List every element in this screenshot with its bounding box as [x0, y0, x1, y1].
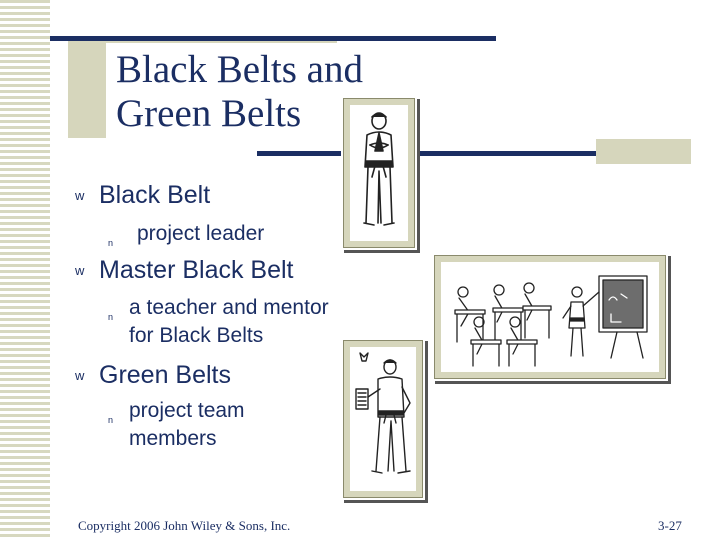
subbullet-team-members: n project team members — [108, 397, 245, 453]
clipart-panel — [350, 105, 408, 241]
subbullet-line: project leader — [137, 222, 265, 245]
bullet-text: Green Belts — [99, 361, 232, 389]
black-belt-clipart — [341, 96, 417, 250]
bullet-marker: w — [75, 368, 85, 383]
clipart-panel — [350, 347, 416, 491]
bullet-marker: w — [75, 263, 85, 278]
subbullet-line: project team — [129, 399, 245, 422]
slide-title: Black Belts and Green Belts — [116, 48, 363, 136]
accent-rectangle — [596, 139, 691, 164]
green-belt-figure-icon — [355, 352, 411, 474]
subbullet-marker: n — [108, 238, 114, 248]
footer-page-number: 3-27 — [658, 518, 682, 533]
subbullet-line: for Black Belts — [129, 324, 264, 347]
black-belt-figure-icon — [363, 112, 395, 226]
subbullet-marker: n — [108, 415, 114, 425]
top-rule — [50, 36, 496, 41]
subbullet-line: a teacher and mentor — [129, 296, 329, 319]
title-line-2: Green Belts — [116, 92, 302, 135]
master-black-belt-clipart — [432, 253, 668, 381]
title-background — [106, 43, 351, 143]
green-belt-clipart — [341, 338, 425, 500]
subbullet-teacher-mentor: n a teacher and mentor for Black Belts — [108, 294, 329, 350]
classroom-teaching-icon — [454, 275, 648, 367]
bullet-text: Master Black Belt — [99, 256, 294, 284]
bullet-master-black-belt: w Master Black Belt — [75, 255, 294, 286]
decorative-stripe-strip — [0, 0, 50, 540]
bullet-marker: w — [75, 188, 85, 203]
footer-copyright: Copyright 2006 John Wiley & Sons, Inc. — [78, 518, 291, 533]
title-line-1: Black Belts and — [116, 48, 363, 91]
title-underline-rule — [257, 151, 689, 156]
clipart-panel — [441, 262, 659, 372]
subbullet-project-leader: n project leader — [108, 220, 264, 248]
bullet-green-belts: w Green Belts — [75, 360, 231, 391]
bullet-text: Black Belt — [99, 181, 211, 209]
subbullet-marker: n — [108, 312, 114, 322]
subbullet-line: members — [129, 427, 217, 450]
bullet-black-belt: w Black Belt — [75, 180, 210, 211]
